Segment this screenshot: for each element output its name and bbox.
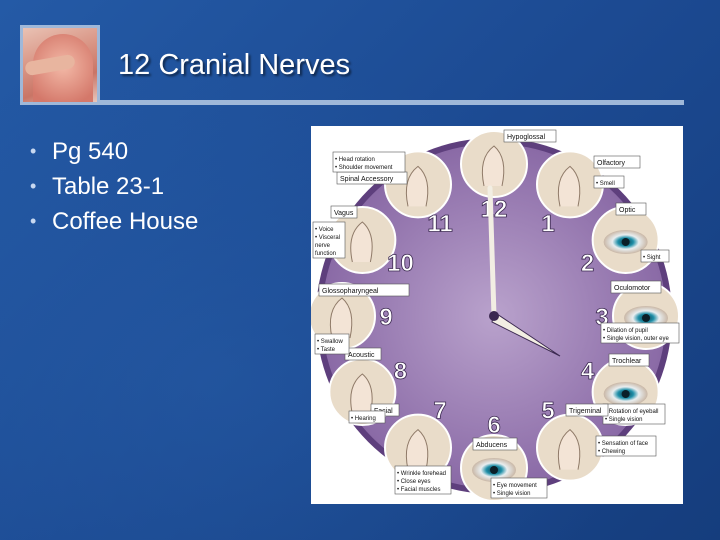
- nerve-note-2: • Sight: [643, 255, 661, 261]
- face-icon: [405, 165, 429, 207]
- pupil-icon: [621, 238, 630, 246]
- nerve-note-6: • Eye movement: [493, 483, 537, 489]
- nerve-note-3: • Dilation of pupil: [603, 328, 648, 334]
- bullet-item: • Table 23-1: [30, 169, 198, 204]
- nerve-note-10: function: [315, 251, 336, 257]
- nerve-notes-box-1: [593, 175, 625, 189]
- nerve-notes-box-8: [348, 410, 386, 424]
- face-icon: [350, 221, 373, 263]
- pupil-icon: [642, 314, 650, 322]
- hour-number-2: 2: [581, 250, 594, 277]
- nerve-note-6: • Single vision: [493, 491, 530, 497]
- nerve-label-5: Trigeminal: [569, 408, 602, 415]
- bullet-item: • Pg 540: [30, 134, 198, 169]
- nerve-label-9: Glossopharyngeal: [322, 288, 379, 295]
- hour-number-10: 10: [387, 250, 414, 277]
- hour-number-7: 7: [433, 398, 446, 425]
- nerve-note-8: • Hearing: [351, 416, 376, 422]
- hour-number-8: 8: [394, 358, 407, 385]
- nerve-label-8: Acoustic: [348, 352, 375, 359]
- nerve-notes-box-7: [394, 465, 452, 495]
- nerve-label-1: Olfactory: [597, 160, 626, 167]
- face-icon: [329, 297, 353, 339]
- nerve-label-box-4: [608, 353, 650, 367]
- nerve-label-2: Optic: [619, 207, 636, 214]
- bullet-item: • Coffee House: [30, 204, 198, 239]
- nerve-notes-box-10: [312, 221, 346, 259]
- pupil-icon: [490, 466, 498, 474]
- bullet-text: Table 23-1: [52, 173, 165, 200]
- bullet-icon: •: [30, 176, 37, 196]
- clock-pivot: [489, 311, 499, 321]
- nerve-note-5: • Sensation of face: [598, 441, 649, 447]
- nerve-label-box-9: [318, 283, 410, 297]
- title-underline: [100, 100, 684, 105]
- nerve-label-10: Vagus: [334, 210, 354, 217]
- nerve-label-box-2: [615, 202, 647, 216]
- nerve-note-10: nerve: [315, 243, 331, 249]
- nerve-label-6: Abducens: [476, 442, 508, 449]
- pregnancy-photo: [20, 25, 100, 105]
- bullet-list: • Pg 540 • Table 23-1 • Coffee House: [30, 134, 198, 239]
- nerve-label-box-10: [330, 205, 358, 219]
- nerve-label-box-6: [472, 437, 518, 451]
- face-icon: [557, 428, 581, 470]
- nerve-label-box-12: [503, 129, 557, 143]
- bullet-text: Coffee House: [52, 208, 199, 235]
- hour-number-12: 12: [481, 196, 508, 223]
- nerve-label-3: Oculomotor: [614, 285, 651, 292]
- nerve-label-4: Trochlear: [612, 358, 642, 365]
- nerve-note-7: • Facial muscles: [397, 487, 440, 493]
- face-icon: [557, 165, 581, 207]
- nerve-label-box-1: [593, 155, 641, 169]
- nerve-notes-box-9: [314, 333, 350, 355]
- nerve-label-box-3: [610, 280, 662, 294]
- nerve-notes-box-2: [640, 249, 670, 263]
- nerve-note-11: • Shoulder movement: [335, 165, 393, 171]
- hour-number-6: 6: [487, 412, 500, 439]
- hour-number-4: 4: [581, 358, 595, 385]
- bullet-icon: •: [30, 211, 37, 231]
- face-icon: [405, 428, 429, 470]
- hour-number-11: 11: [427, 210, 452, 237]
- nerve-notes-box-6: [490, 477, 548, 499]
- nerve-note-7: • Wrinkle forehead: [397, 471, 446, 477]
- nerve-note-4: • Rotation of eyeball: [605, 409, 658, 415]
- nerve-note-1: • Smell: [596, 181, 615, 187]
- nerve-note-10: • Voice: [315, 227, 334, 233]
- nerve-note-9: • Taste: [317, 347, 336, 353]
- face-icon: [350, 373, 373, 415]
- nerve-label-box-5: [565, 403, 609, 417]
- nerve-notes-box-3: [600, 322, 680, 344]
- nerve-note-5: • Chewing: [598, 449, 625, 455]
- title-area: 12 Cranial Nerves: [100, 47, 684, 107]
- nerve-notes-box-5: [595, 435, 657, 457]
- face-icon: [481, 145, 505, 187]
- minute-hand: [487, 185, 497, 319]
- nerve-note-10: • Visceral: [315, 235, 340, 241]
- nerve-note-11: • Head rotation: [335, 157, 375, 163]
- nerve-note-9: • Swallow: [317, 339, 343, 345]
- nerve-note-3: • Single vision, outer eye: [603, 336, 669, 342]
- slide-title: 12 Cranial Nerves: [118, 49, 351, 81]
- nerve-note-4: • Single vision: [605, 417, 642, 423]
- nerve-label-11: Spinal Accessory: [340, 176, 394, 183]
- hour-number-9: 9: [379, 304, 392, 331]
- nerve-notes-box-11: [332, 151, 406, 173]
- nerve-note-7: • Close eyes: [397, 479, 430, 485]
- hour-number-5: 5: [541, 398, 554, 425]
- nerve-label-12: Hypoglossal: [507, 134, 546, 141]
- bullet-icon: •: [30, 141, 37, 161]
- hour-number-1: 1: [541, 210, 554, 237]
- pupil-icon: [621, 390, 630, 398]
- bullet-text: Pg 540: [52, 138, 129, 165]
